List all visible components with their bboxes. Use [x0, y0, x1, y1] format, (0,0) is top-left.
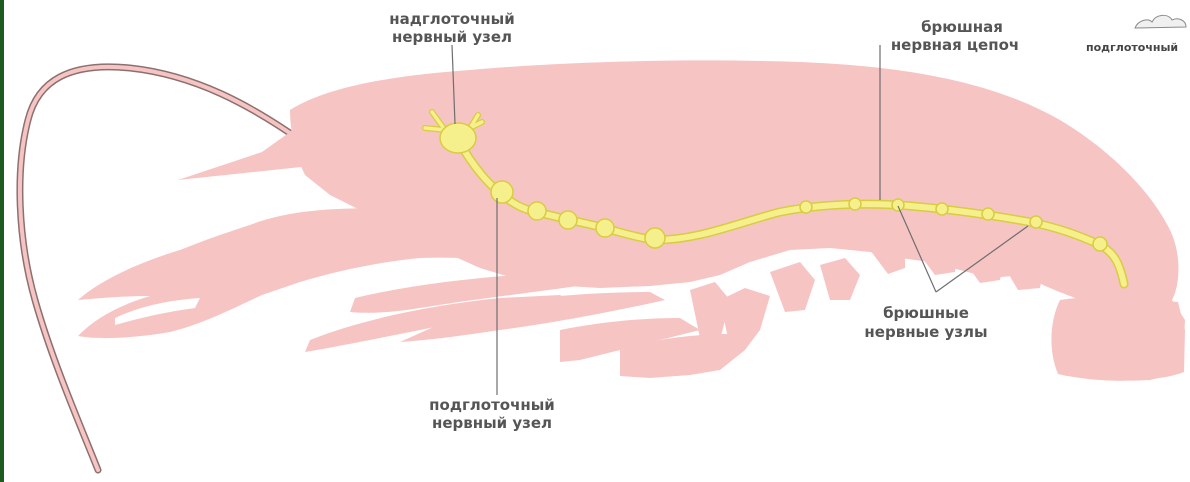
ganglion [596, 219, 614, 237]
label-abdominal-ganglia-line2: нервные узлы [864, 323, 987, 341]
label-supraesophageal-line1: надглоточный [389, 10, 514, 28]
label-ventral-cord-line1: брюшная [921, 18, 1003, 36]
tail-fan [1051, 297, 1185, 380]
ganglion [936, 203, 948, 215]
label-subesophageal-line2: нервный узел [432, 414, 552, 432]
label-subesophageal-line1: подглоточный [429, 396, 555, 414]
label-supraesophageal-line2: нервный узел [392, 28, 512, 46]
ganglion [800, 201, 812, 213]
ganglion [528, 202, 546, 220]
leg-9 [820, 258, 860, 300]
ganglion [892, 199, 904, 211]
ganglion [1030, 216, 1042, 228]
leg-7 [690, 282, 730, 340]
ganglion [982, 208, 994, 220]
ganglion [559, 211, 577, 229]
cloud-icon [1135, 15, 1186, 28]
leg-8 [770, 262, 815, 312]
subesophageal-ganglion [491, 181, 513, 203]
ganglion [849, 198, 861, 210]
label-ventral-cord-line2: нервная цепоч [891, 36, 1019, 54]
label-subesophageal-corner: подглоточный [1086, 41, 1178, 54]
label-abdominal-ganglia-line1: брюшные [883, 304, 969, 322]
ganglion [645, 228, 665, 248]
ganglion [1093, 237, 1107, 251]
